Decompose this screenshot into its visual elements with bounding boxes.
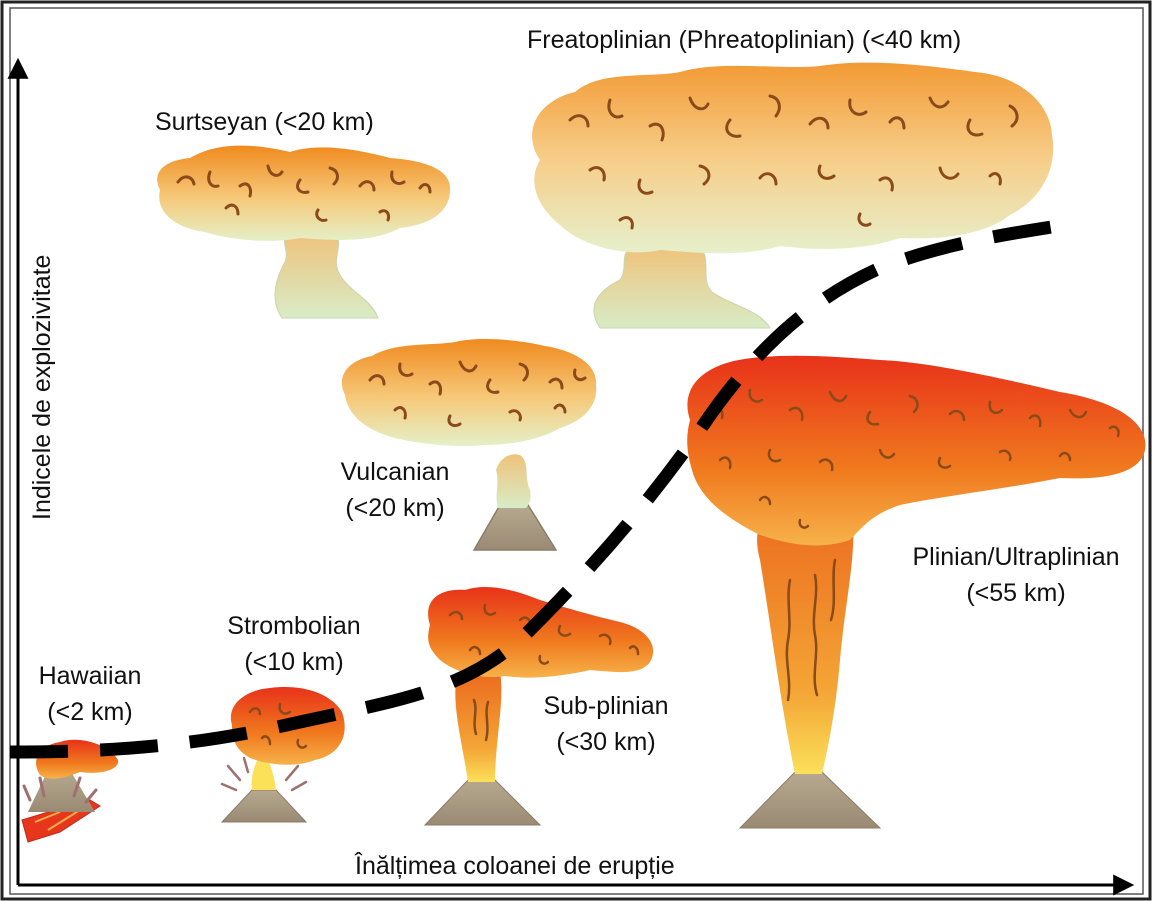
strombolian-height: (<10 km) [244,648,343,676]
surtseyan-label: Surtseyan (<20 km) [155,108,374,136]
vulcanian-height: (<20 km) [345,494,444,522]
freatoplinian-plume [532,63,1053,328]
subplinian-name: Sub-plinian [543,692,668,720]
subplinian-height: (<30 km) [556,728,655,756]
hawaiian-name: Hawaiian [39,662,142,690]
surtseyan-plume [157,146,450,318]
y-axis-label: Indicele de explozivitate [28,255,56,520]
hawaiian-height: (<2 km) [47,698,132,726]
vulcanian-name: Vulcanian [341,458,450,486]
plinian-height: (<55 km) [966,579,1065,607]
x-axis-label: Înălțimea coloanei de erupție [354,851,675,880]
strombolian-name: Strombolian [227,612,360,640]
strombolian-volcano [222,687,345,822]
plinian-name: Plinian/Ultraplinian [912,543,1119,571]
freatoplinian-label: Freatoplinian (Phreatoplinian) (<40 km) [527,26,961,54]
plinian-volcano [687,356,1145,828]
